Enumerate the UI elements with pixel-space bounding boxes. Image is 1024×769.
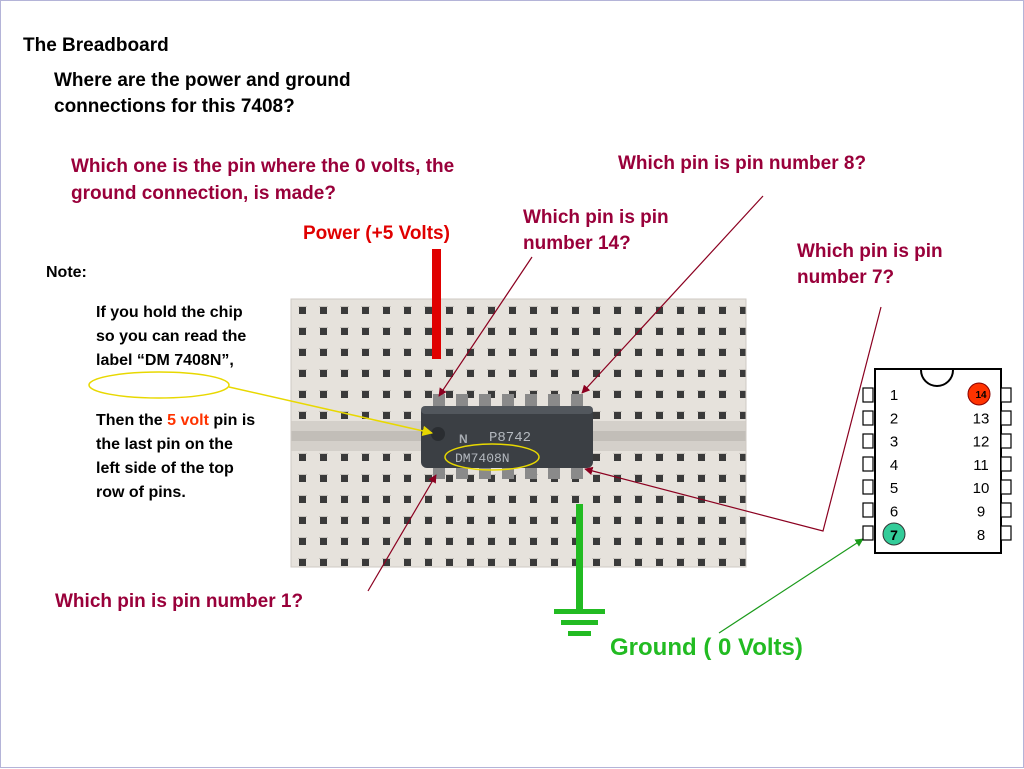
- pin-label-6: 6: [890, 504, 898, 521]
- pin-label-8: 8: [977, 527, 985, 544]
- pin-label-11: 11: [973, 457, 989, 474]
- pin1-pointer-line: [367, 474, 437, 592]
- pin7-marker: [882, 522, 906, 546]
- pin14-question: Which pin is pin number 14?: [523, 207, 669, 254]
- pin-label-13: 13: [973, 410, 990, 427]
- chip-label-highlight: [444, 443, 540, 471]
- pin-label-3: 3: [890, 434, 898, 451]
- note-text: If you hold the chip so you can read the…: [96, 304, 247, 369]
- then-text-b: pin is the last pin on the left side of …: [96, 412, 256, 501]
- ic-chip-7408: N P8742 DM7408N: [421, 394, 593, 479]
- chip-part-number: DM7408N: [455, 451, 510, 466]
- chip-code: P8742: [489, 430, 531, 446]
- svg-text:N: N: [459, 432, 468, 446]
- pin7-pointer-line: [584, 306, 882, 532]
- ground-label: Ground ( 0 Volts): [610, 634, 803, 661]
- pin-label-10: 10: [973, 480, 990, 497]
- five-volt-highlight: 5 volt: [167, 412, 209, 429]
- pin-label-9: 9: [977, 504, 985, 521]
- pin1-question: Which pin is pin number 1?: [55, 591, 304, 612]
- pin-label-14: 14: [975, 390, 987, 401]
- then-text-a: Then the: [96, 412, 163, 429]
- ground-pin-question: Which one is the pin where the 0 volts, …: [71, 156, 455, 204]
- slide-title: The Breadboard: [23, 35, 169, 56]
- note-label-highlight: [88, 371, 230, 399]
- pin-label-4: 4: [890, 457, 898, 474]
- pin7-question: Which pin is pin number 7?: [797, 241, 943, 288]
- ground-pointer-line: [718, 538, 864, 634]
- power-wire: [432, 249, 441, 359]
- pin14-pointer-line: [438, 256, 533, 397]
- power-label: Power (+5 Volts): [303, 223, 450, 244]
- pin-label-1: 1: [890, 387, 898, 404]
- pin-label-7: 7: [890, 527, 898, 543]
- pin-label-2: 2: [890, 410, 898, 427]
- pin14-marker: [967, 382, 991, 406]
- pin-label-12: 12: [973, 434, 990, 451]
- pin8-pointer-line: [581, 195, 764, 394]
- pin8-question: Which pin is pin number 8?: [618, 153, 867, 174]
- then-text: Then the 5 volt pin is the last pin on t…: [96, 409, 256, 505]
- ground-symbol: [554, 504, 605, 636]
- pin-label-5: 5: [890, 480, 898, 497]
- note-label: Note:: [46, 264, 87, 281]
- main-question: Where are the power and ground connectio…: [54, 70, 351, 117]
- yellow-pointer-line: [228, 386, 434, 437]
